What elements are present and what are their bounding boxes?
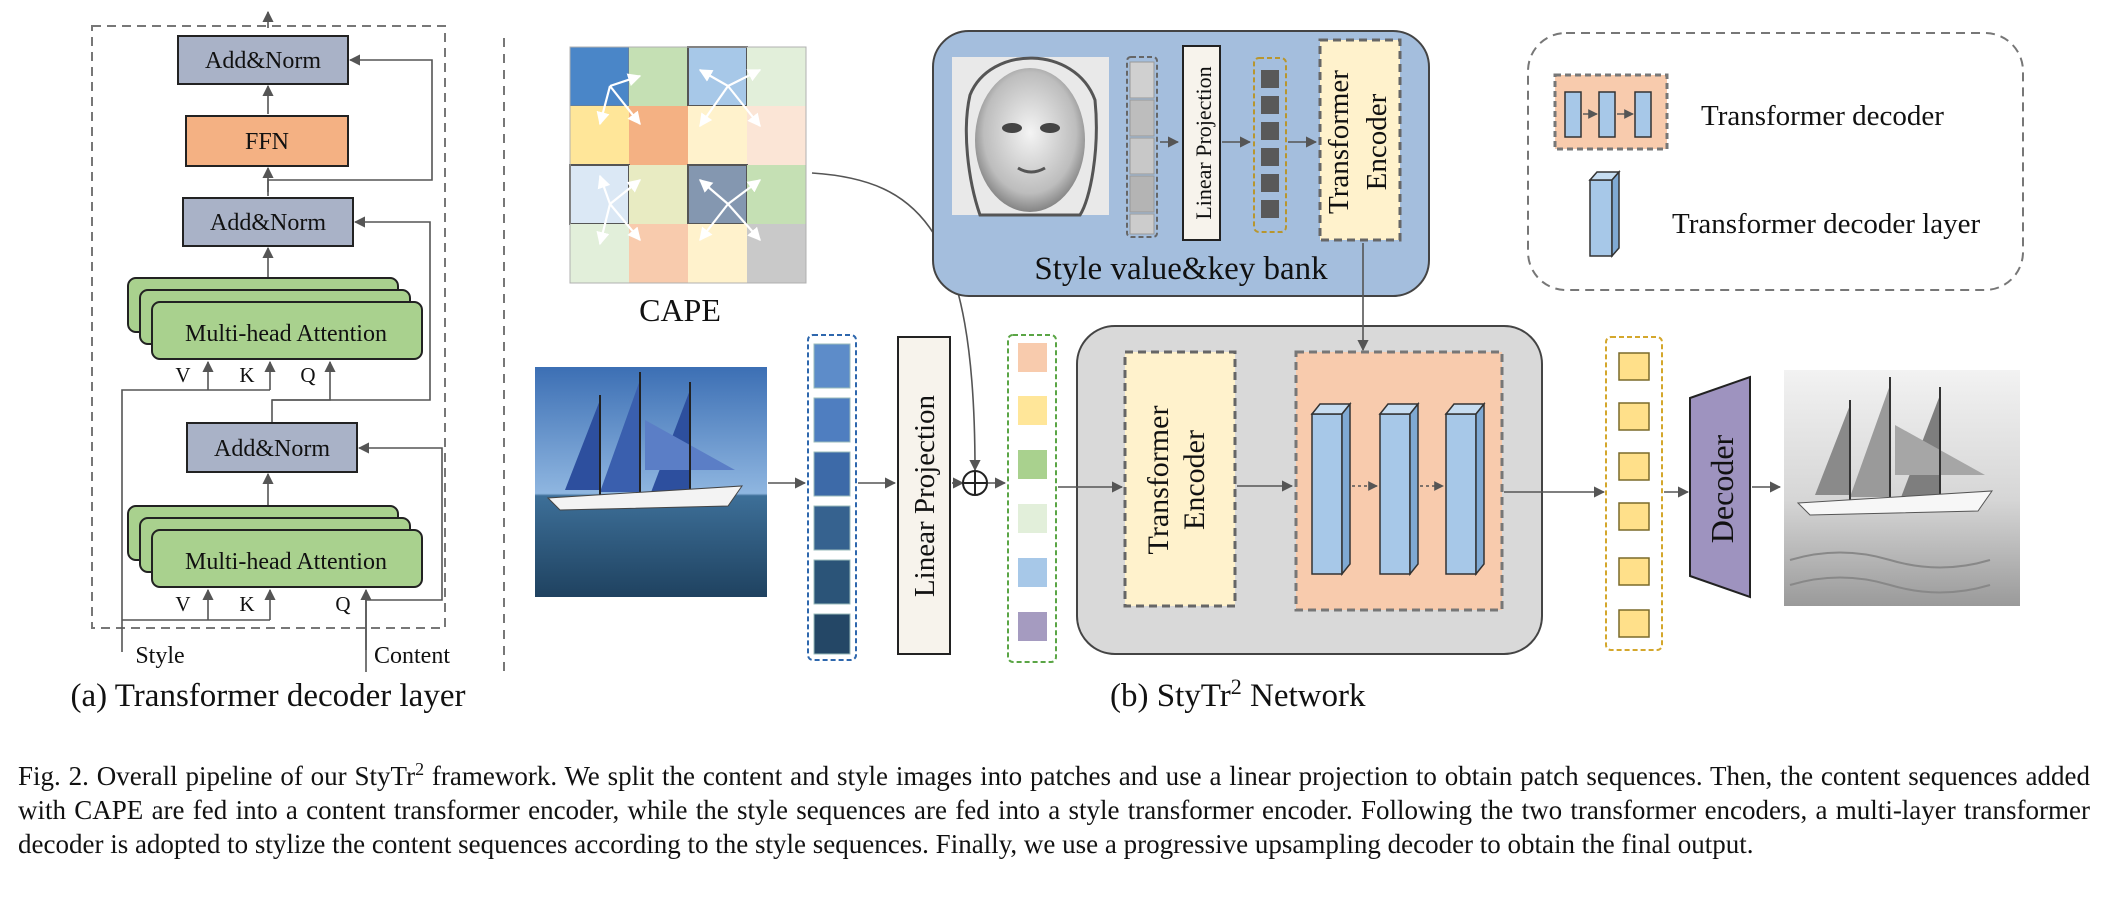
- multi-head-attention-label-2: Multi-head Attention: [185, 549, 387, 575]
- figure-caption-sup: 2: [415, 759, 425, 779]
- panel-a-decoder-layer: Add&Norm FFN Add&Norm Multi-head Attenti…: [71, 10, 466, 714]
- k-label-1: K: [239, 363, 254, 387]
- decoder-layer-dashed-frame: [91, 25, 446, 629]
- style-bank-label: Style value&key bank: [1034, 251, 1328, 287]
- add-norm-label-middle: Add&Norm: [210, 210, 326, 236]
- content-image: [535, 367, 767, 597]
- style-input-label: Style: [135, 643, 184, 669]
- ffn-box: [185, 115, 349, 167]
- panel-b-network: CAPE Linear Projection: [535, 30, 2024, 714]
- cape-label: CAPE: [639, 292, 721, 328]
- panel-b-caption-sup: 2: [1231, 674, 1242, 699]
- decoder-layer-2: [1378, 401, 1420, 577]
- legend-decoder-icon: [1553, 73, 1669, 151]
- content-input-label: Content: [374, 643, 450, 669]
- q-label-1: Q: [300, 363, 315, 387]
- decoder-layer-1: [1310, 401, 1352, 577]
- multi-head-attention-box-1: [151, 301, 423, 360]
- style-linear-projection-label: Linear Projection: [1191, 66, 1216, 219]
- content-transformer-encoder: [1123, 350, 1237, 608]
- cape-grid: [569, 46, 807, 284]
- cnn-decoder-block: [1689, 375, 1751, 599]
- style-encoder-label-line2: Encoder: [1361, 93, 1393, 190]
- legend-decoder-layer-icon: [1588, 170, 1621, 258]
- panel-b-caption: (b) StyTr2 Network: [1110, 674, 1366, 714]
- q-label-2: Q: [335, 592, 350, 616]
- output-stylized-image: [1784, 370, 2020, 606]
- content-encoder-label-line2: Encoder: [1178, 430, 1211, 530]
- figure-caption-body: framework. We split the content and styl…: [18, 761, 2090, 859]
- multi-head-attention-label-1: Multi-head Attention: [185, 321, 387, 347]
- v-label-1: V: [175, 363, 190, 387]
- multi-head-attention-box-2: [151, 529, 423, 588]
- figure-caption-prefix: Fig. 2. Overall pipeline of our StyTr: [18, 761, 416, 791]
- style-transformer-encoder: [1318, 38, 1402, 242]
- k-label-2: K: [239, 592, 254, 616]
- content-encoder-label-line1: Transformer: [1142, 406, 1175, 555]
- add-norm-label-bottom: Add&Norm: [214, 436, 330, 462]
- style-image: [952, 56, 1109, 217]
- add-norm-box-top: [177, 35, 349, 85]
- figure-caption: Fig. 2. Overall pipeline of our StyTr2 f…: [18, 752, 2090, 861]
- panel-b-caption-prefix: (b) StyTr: [1110, 678, 1231, 714]
- style-encoder-label-line1: Transformer: [1323, 70, 1355, 214]
- content-linear-projection-box: [897, 336, 951, 655]
- add-norm-box-middle: [182, 197, 354, 247]
- cnn-decoder-label: Decoder: [1704, 434, 1740, 543]
- content-linear-projection-label: Linear Projection: [909, 394, 941, 597]
- add-norm-label-top: Add&Norm: [205, 48, 321, 74]
- add-norm-box-bottom: [186, 422, 358, 473]
- panel-b-caption-suffix: Network: [1242, 678, 1366, 714]
- legend-decoder-label: Transformer decoder: [1701, 100, 1944, 132]
- panel-a-caption: (a) Transformer decoder layer: [71, 678, 466, 714]
- legend-decoder-layer-label: Transformer decoder layer: [1672, 208, 1980, 240]
- v-label-2: V: [175, 592, 190, 616]
- style-linear-projection-box: [1182, 45, 1221, 241]
- decoder-layer-3: [1444, 401, 1486, 577]
- ffn-label: FFN: [245, 129, 289, 155]
- add-operator-icon: [962, 470, 988, 496]
